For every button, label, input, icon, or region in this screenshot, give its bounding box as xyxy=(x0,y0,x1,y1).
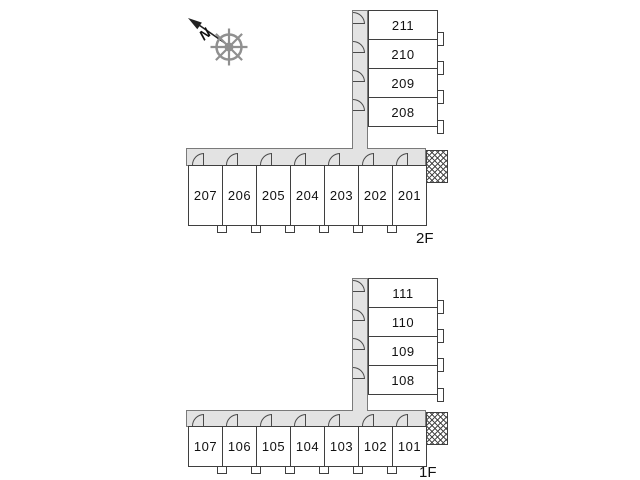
window-tab xyxy=(437,388,444,402)
room-207: 207 xyxy=(188,165,223,226)
door-arc-icon xyxy=(260,153,272,165)
balcony-divider xyxy=(285,466,295,474)
corridor-junction xyxy=(353,146,367,151)
balcony-divider xyxy=(217,225,227,233)
balcony-divider xyxy=(251,466,261,474)
window-tab xyxy=(437,32,444,46)
balcony-divider xyxy=(319,466,329,474)
room-103: 103 xyxy=(324,426,359,467)
corridor-1f-horizontal xyxy=(186,410,426,427)
room-206: 206 xyxy=(222,165,257,226)
staircase-1f xyxy=(426,412,448,445)
door-arc-icon xyxy=(396,414,408,426)
corridor-2f-horizontal xyxy=(186,148,426,166)
window-tab xyxy=(437,90,444,104)
door-arc-icon xyxy=(192,414,204,426)
room-203: 203 xyxy=(324,165,359,226)
door-arc-icon xyxy=(260,414,272,426)
room-209: 209 xyxy=(368,68,438,98)
room-201: 201 xyxy=(392,165,427,226)
door-arc-icon xyxy=(396,153,408,165)
window-tab xyxy=(437,358,444,372)
room-111: 111 xyxy=(368,278,438,308)
room-106: 106 xyxy=(222,426,257,467)
door-arc-icon xyxy=(226,414,238,426)
floor-label-1f: 1F xyxy=(419,464,437,480)
room-102: 102 xyxy=(358,426,393,467)
balcony-divider xyxy=(353,466,363,474)
room-110: 110 xyxy=(368,307,438,337)
room-202: 202 xyxy=(358,165,393,226)
room-105: 105 xyxy=(256,426,291,467)
balcony-divider xyxy=(353,225,363,233)
room-210: 210 xyxy=(368,39,438,69)
room-204: 204 xyxy=(290,165,325,226)
door-arc-icon xyxy=(226,153,238,165)
door-arc-icon xyxy=(328,414,340,426)
ship-wheel-icon xyxy=(210,28,248,66)
balcony-divider xyxy=(387,466,397,474)
compass-icon: N xyxy=(188,18,248,66)
balcony-divider xyxy=(251,225,261,233)
door-arc-icon xyxy=(192,153,204,165)
room-104: 104 xyxy=(290,426,325,467)
door-arc-icon xyxy=(362,414,374,426)
door-arc-icon xyxy=(294,153,306,165)
door-arc-icon xyxy=(328,153,340,165)
staircase-2f xyxy=(426,150,448,183)
floor-label-2f: 2F xyxy=(416,230,434,247)
room-101: 101 xyxy=(392,426,427,467)
door-arc-icon xyxy=(362,153,374,165)
room-211: 211 xyxy=(368,10,438,40)
corridor-junction xyxy=(353,407,367,412)
room-205: 205 xyxy=(256,165,291,226)
room-107: 107 xyxy=(188,426,223,467)
balcony-divider xyxy=(387,225,397,233)
balcony-divider xyxy=(285,225,295,233)
room-208: 208 xyxy=(368,97,438,127)
window-tab xyxy=(437,329,444,343)
window-tab xyxy=(437,61,444,75)
door-arc-icon xyxy=(294,414,306,426)
room-109: 109 xyxy=(368,336,438,366)
balcony-divider xyxy=(319,225,329,233)
window-tab xyxy=(437,120,444,134)
balcony-divider xyxy=(217,466,227,474)
room-108: 108 xyxy=(368,365,438,395)
window-tab xyxy=(437,300,444,314)
